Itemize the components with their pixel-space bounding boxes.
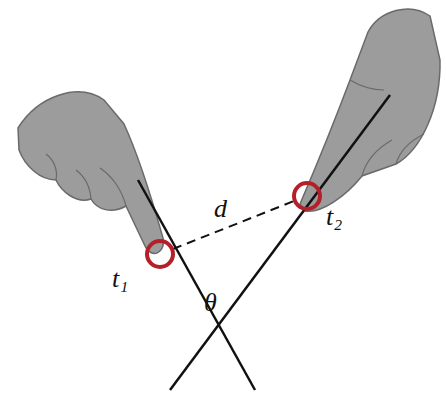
distance-line	[173, 201, 294, 249]
right-hand	[300, 9, 440, 211]
finger-crease	[46, 154, 126, 206]
line-two	[170, 95, 390, 390]
touch-point	[294, 183, 320, 209]
annotation-label: t₂	[326, 204, 342, 230]
finger-crease	[350, 80, 424, 176]
touch-point	[147, 241, 173, 267]
annotation-label: d	[214, 196, 227, 222]
left-hand	[18, 92, 163, 253]
line-one	[138, 180, 255, 390]
annotation-label: t₁	[112, 266, 128, 292]
annotation-label: θ	[204, 290, 217, 316]
